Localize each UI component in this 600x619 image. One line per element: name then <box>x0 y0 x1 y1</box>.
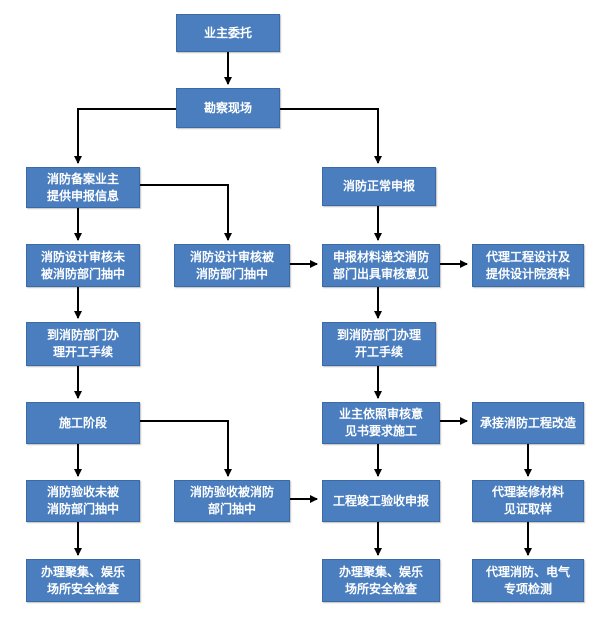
node-label: 消防验收被消防 部门抽中 <box>189 485 274 516</box>
node-agent-design: 代理工程设计及 提供设计院资料 <box>472 244 584 287</box>
node-label: 消防验收未被 消防部门抽中 <box>46 485 119 516</box>
arrow-survey-to-normal <box>280 108 382 164</box>
node-safety-check-left: 办理聚集、娱乐 场所安全检查 <box>26 559 140 602</box>
node-label: 代理消防、电气 专项检测 <box>485 564 570 596</box>
node-label: 到消防部门办理 开工手续 <box>336 328 421 359</box>
node-submit-materials: 申报材料递交消防 部门出具审核意见 <box>322 244 440 287</box>
node-label: 申报材料递交消防 部门出具审核意见 <box>332 249 429 281</box>
node-safety-check-right: 办理聚集、娱乐 场所安全检查 <box>322 559 440 602</box>
node-normal-declaration: 消防正常申报 <box>322 167 436 206</box>
node-label: 办理聚集、娱乐 场所安全检查 <box>40 564 125 596</box>
node-permit-left: 到消防部门办 理开工手续 <box>26 322 140 366</box>
node-label: 消防设计审核未 被消防部门抽中 <box>40 249 125 281</box>
node-label: 勘察现场 <box>203 100 252 115</box>
node-owner-commission: 业主委托 <box>176 14 280 52</box>
arrow-survey-to-filing <box>74 108 176 164</box>
node-label: 到消防部门办 理开工手续 <box>46 328 119 359</box>
node-undertake-renovation: 承接消防工程改造 <box>472 402 584 444</box>
node-label: 消防备案业主 提供申报信息 <box>46 171 119 203</box>
node-label: 工程竣工验收申报 <box>332 493 429 508</box>
node-label: 施工阶段 <box>58 415 107 430</box>
node-site-survey: 勘察现场 <box>176 88 280 128</box>
node-label: 消防正常申报 <box>342 179 415 193</box>
node-label: 承接消防工程改造 <box>479 415 576 430</box>
node-design-not-selected: 消防设计审核未 被消防部门抽中 <box>26 244 140 287</box>
node-label: 消防设计审核被 消防部门抽中 <box>189 249 274 281</box>
arrow-filing-to-design-selected <box>140 184 232 241</box>
node-acceptance-selected: 消防验收被消防 部门抽中 <box>174 480 290 522</box>
node-filing-owner-info: 消防备案业主 提供申报信息 <box>26 167 140 208</box>
node-agent-material-cert: 代理装修材料 见证取样 <box>472 480 584 522</box>
node-agent-fire-electric: 代理消防、电气 专项检测 <box>472 559 584 602</box>
node-label: 代理装修材料 见证取样 <box>491 485 564 516</box>
node-label: 业主委托 <box>203 25 252 40</box>
node-acceptance-not-selected: 消防验收未被 消防部门抽中 <box>26 480 140 522</box>
node-label: 业主依照审核意 见书要求施工 <box>338 407 423 438</box>
node-construction-phase: 施工阶段 <box>26 402 140 444</box>
node-label: 代理工程设计及 提供设计院资料 <box>485 249 570 281</box>
node-completion-acceptance: 工程竣工验收申报 <box>322 480 440 522</box>
node-permit-right: 到消防部门办理 开工手续 <box>322 322 436 366</box>
node-design-selected: 消防设计审核被 消防部门抽中 <box>174 244 290 287</box>
node-label: 办理聚集、娱乐 场所安全检查 <box>338 564 423 596</box>
arrow-construction-to-acceptance-selected <box>140 420 232 477</box>
node-construct-per-opinion: 业主依照审核意 见书要求施工 <box>322 402 440 444</box>
